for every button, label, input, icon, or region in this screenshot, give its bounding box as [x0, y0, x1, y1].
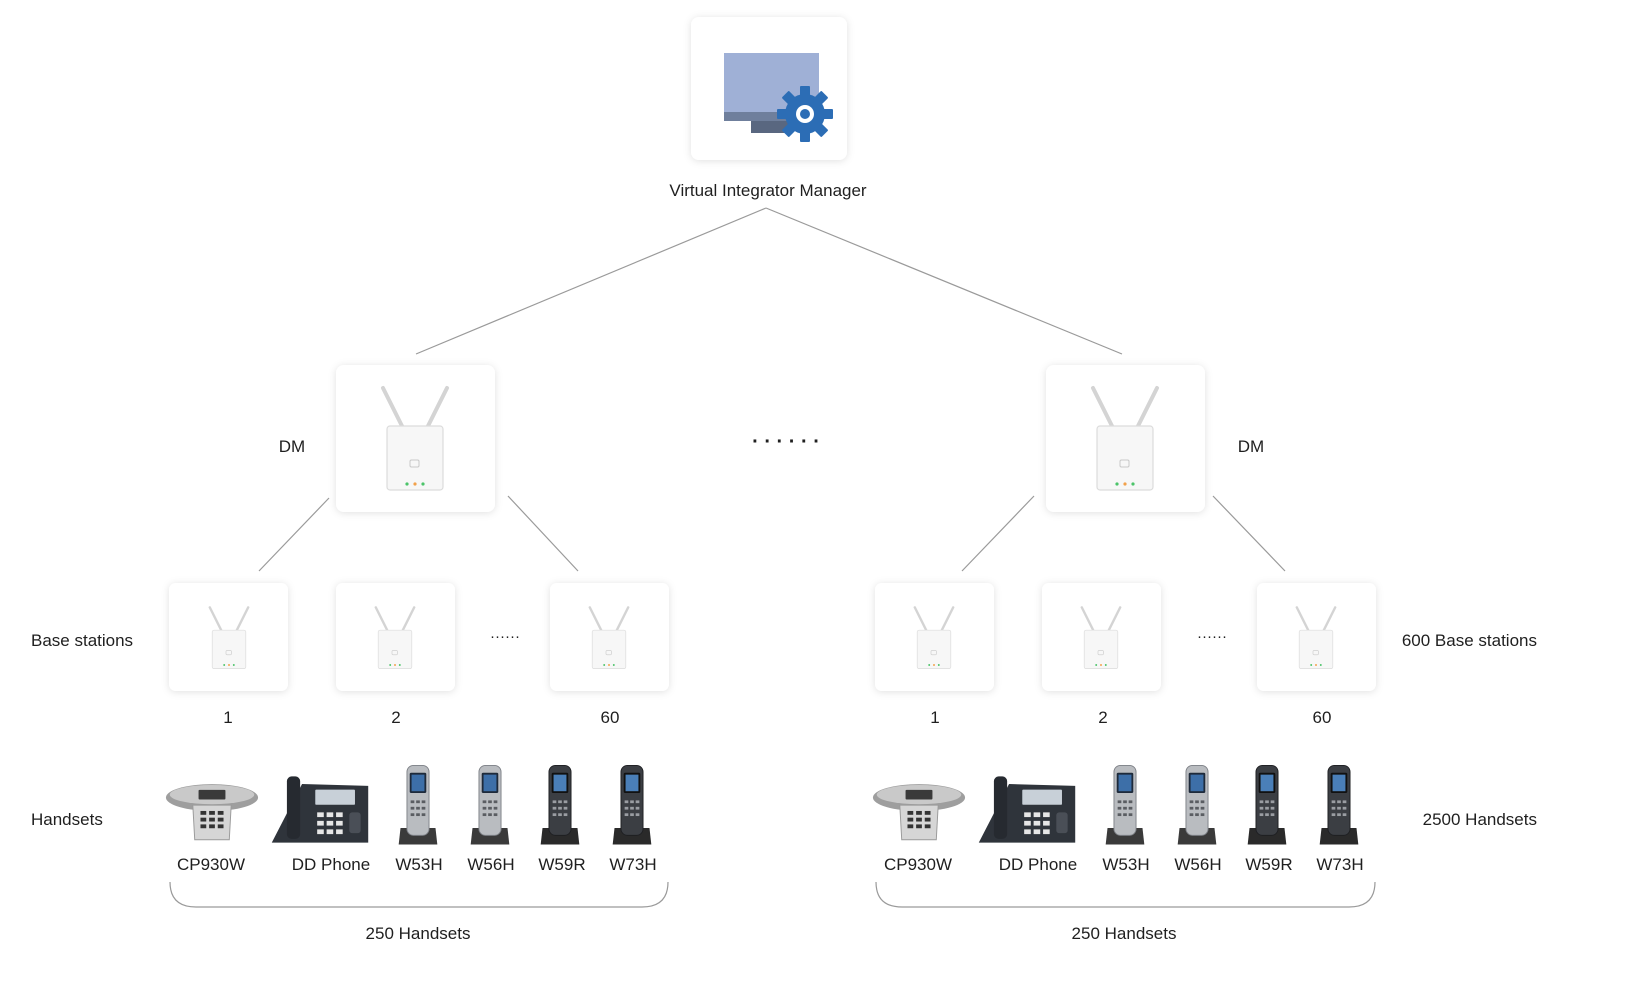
- handset-model-label: W59R: [1245, 855, 1292, 874]
- handset-model-label: CP930W: [177, 855, 245, 874]
- cp930w-icon: [165, 783, 259, 841]
- w59r-handset-icon: [1247, 764, 1287, 846]
- w56h-handset-icon: [470, 764, 510, 846]
- cp930w-icon: [872, 783, 966, 841]
- connector-dm-right-base-60: [1212, 495, 1286, 572]
- row-label-base-stations: Base stations: [31, 631, 133, 650]
- group-bracket-right: [875, 881, 1376, 908]
- handset-model-label: W59R: [538, 855, 585, 874]
- group-bracket-left: [169, 881, 669, 908]
- handset-model-label: W53H: [395, 855, 442, 874]
- connector-dm-left-base-1: [258, 497, 330, 572]
- desk-phone-icon: [978, 776, 1076, 843]
- vim-node: Virtual Integrator Manager: [669, 17, 867, 200]
- row-label-handsets: Handsets: [31, 810, 103, 829]
- base-station-number: 2: [1098, 708, 1107, 727]
- monitor-gear-icon: [724, 53, 833, 142]
- base-station-number: 60: [1313, 708, 1332, 727]
- dm-label-left: DM: [279, 437, 305, 456]
- base-station-number: 1: [223, 708, 232, 727]
- handset-model-label: CP930W: [884, 855, 952, 874]
- base-station-number: 2: [391, 708, 400, 727]
- w73h-handset-icon: [612, 764, 652, 846]
- dm-label-right: DM: [1238, 437, 1264, 456]
- handsets-right: CP930W DD Phone W53H W56H W59R W73H 250 …: [872, 764, 1537, 943]
- connector-dm-right-base-1: [961, 495, 1035, 572]
- handset-model-label: DD Phone: [292, 855, 370, 874]
- handset-model-label: W56H: [467, 855, 514, 874]
- w53h-handset-icon: [1105, 764, 1145, 846]
- handsets-left: Handsets CP930W DD Phone W53H W56H W59R …: [31, 764, 669, 943]
- handset-model-label: DD Phone: [999, 855, 1077, 874]
- base-station-number: 1: [930, 708, 939, 727]
- connector-dm-left-base-60: [507, 495, 579, 572]
- desk-phone-icon: [271, 776, 369, 843]
- connector-lines: [258, 207, 1286, 572]
- w56h-handset-icon: [1177, 764, 1217, 846]
- w53h-handset-icon: [398, 764, 438, 846]
- w73h-handset-icon: [1319, 764, 1359, 846]
- handset-model-label: W56H: [1174, 855, 1221, 874]
- handset-model-label: W73H: [1316, 855, 1363, 874]
- row-label-2500-handsets: 2500 Handsets: [1423, 810, 1537, 829]
- row-label-600-base-stations: 600 Base stations: [1402, 631, 1537, 650]
- w59r-handset-icon: [540, 764, 580, 846]
- group-total-label: 250 Handsets: [1072, 924, 1177, 943]
- connector-vim-dm-right: [765, 207, 1123, 355]
- handset-model-label: W53H: [1102, 855, 1149, 874]
- handset-model-label: W73H: [609, 855, 656, 874]
- base-ellipsis: ······: [490, 628, 520, 645]
- base-stations-left: Base stations 1 2 ······ 60: [31, 583, 669, 727]
- dm-node-left: DM: [279, 365, 495, 512]
- base-ellipsis: ······: [1197, 628, 1227, 645]
- dm-node-right: DM: [1046, 365, 1264, 512]
- group-total-label: 250 Handsets: [366, 924, 471, 943]
- base-stations-right: 1 2 ······ 60 600 Base stations: [875, 583, 1537, 727]
- base-station-number: 60: [601, 708, 620, 727]
- connector-vim-dm-left: [415, 207, 767, 355]
- dm-ellipsis: · · · · · ·: [752, 431, 820, 453]
- vim-label: Virtual Integrator Manager: [669, 181, 867, 200]
